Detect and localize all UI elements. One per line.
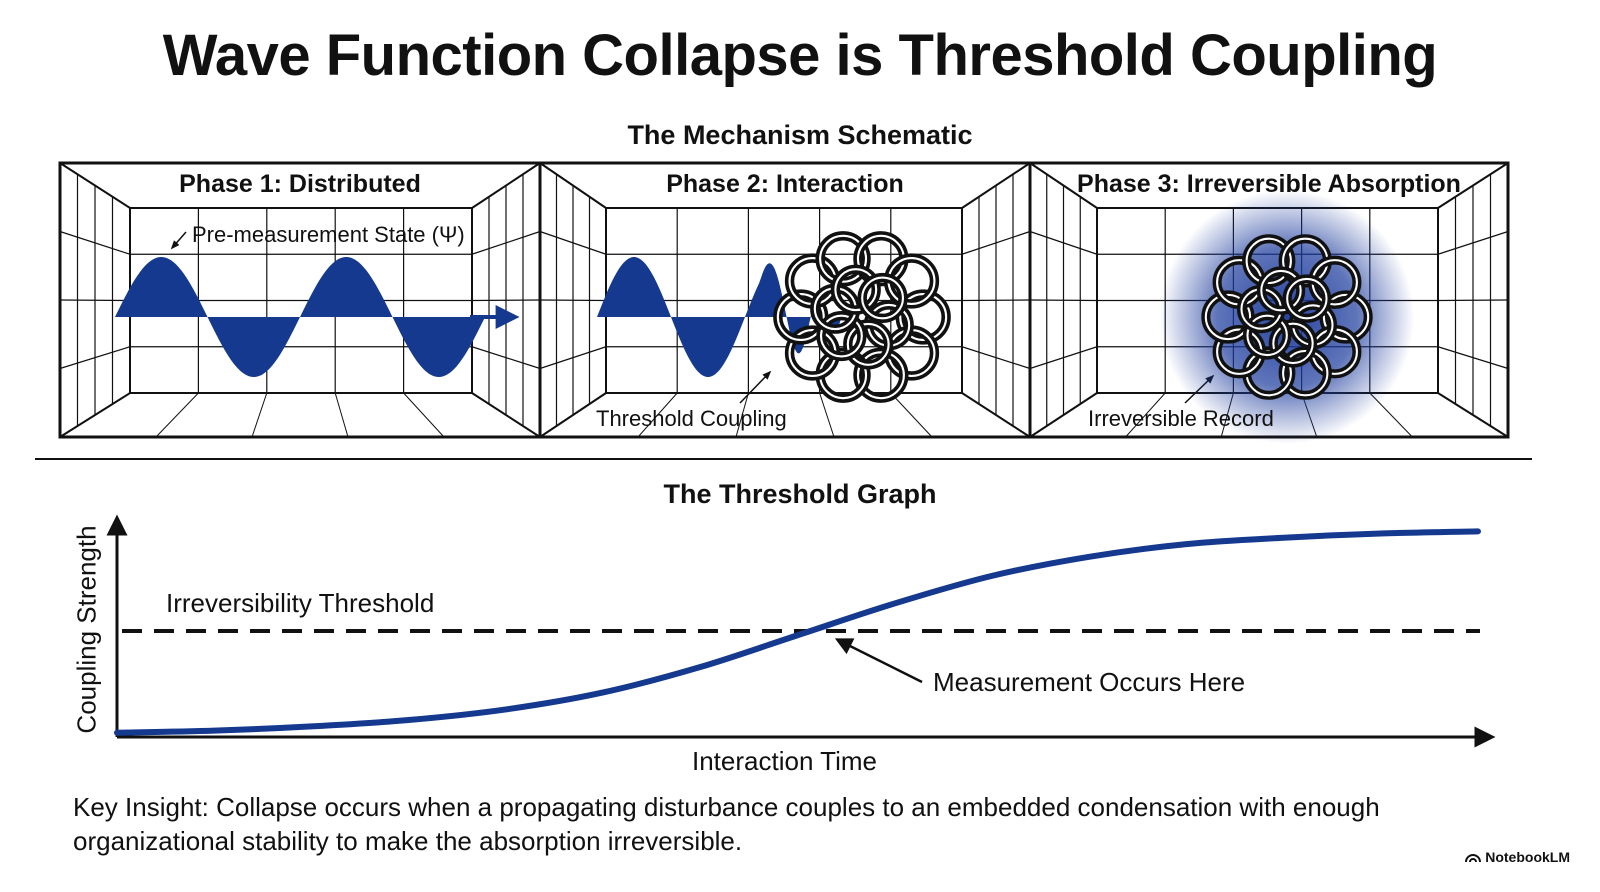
phase-3-knot bbox=[1159, 189, 1415, 445]
coupling-curve bbox=[114, 528, 1481, 736]
measurement-label: Measurement Occurs Here bbox=[933, 667, 1246, 697]
phase-1-title: Phase 1: Distributed bbox=[179, 170, 421, 198]
schematic-heading: The Mechanism Schematic bbox=[627, 120, 973, 150]
brand: NotebookLM bbox=[1465, 849, 1570, 865]
graph-heading: The Threshold Graph bbox=[663, 479, 937, 509]
x-axis-label: Interaction Time bbox=[692, 746, 877, 776]
key-insight: Key Insight: Collapse occurs when a prop… bbox=[73, 792, 1380, 856]
phase-2-annotation: Threshold Coupling bbox=[596, 406, 787, 431]
phase-1-annotation-arrow bbox=[170, 231, 187, 250]
phase-3-annotation: Irreversible Record bbox=[1088, 406, 1274, 431]
y-axis-label: Coupling Strength bbox=[71, 525, 102, 734]
page-title: Wave Function Collapse is Threshold Coup… bbox=[162, 23, 1438, 88]
notebooklm-icon bbox=[1465, 854, 1482, 863]
phase-1-wave bbox=[115, 257, 485, 377]
threshold-label: Irreversibility Threshold bbox=[166, 588, 435, 618]
phase-1-annotation: Pre-measurement State (Ψ) bbox=[192, 222, 465, 247]
phase-3-title: Phase 3: Irreversible Absorption bbox=[1077, 170, 1461, 198]
brand-label: NotebookLM bbox=[1485, 849, 1570, 865]
phase-2-title: Phase 2: Interaction bbox=[666, 170, 904, 198]
measurement-arrow bbox=[834, 638, 923, 684]
phase-2-knot bbox=[773, 231, 951, 403]
phase-2-annotation-arrow bbox=[739, 370, 772, 404]
